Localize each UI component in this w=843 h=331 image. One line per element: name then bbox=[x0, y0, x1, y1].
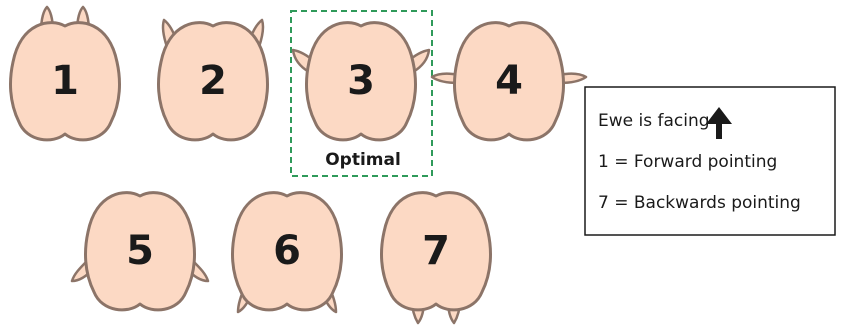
optimal-label: Optimal bbox=[325, 150, 401, 170]
head-number-5: 5 bbox=[126, 228, 154, 274]
head-shape-7 bbox=[380, 191, 492, 312]
optimal-frame bbox=[290, 10, 433, 177]
head-shape-3 bbox=[305, 21, 417, 142]
head-shape-6 bbox=[231, 191, 343, 312]
ewe-head-5: 5 bbox=[70, 191, 210, 312]
head-shape-4 bbox=[453, 21, 565, 142]
ewe-head-6: 6 bbox=[231, 191, 343, 314]
legend-facing-text: Ewe is facing bbox=[598, 111, 710, 131]
ewe-head-2: 2 bbox=[157, 18, 269, 142]
ewe-head-4: 4 bbox=[430, 21, 588, 142]
head-number-2: 2 bbox=[199, 58, 227, 104]
head-number-3: 3 bbox=[347, 58, 375, 104]
head-shape-2 bbox=[157, 21, 269, 142]
head-shape-1 bbox=[9, 21, 121, 142]
head-number-7: 7 bbox=[422, 228, 450, 274]
legend: Ewe is facing 1 = Forward pointing 7 = B… bbox=[584, 86, 836, 236]
heads-layer: 1 2 3 4 5 6 7 bbox=[9, 5, 588, 325]
legend-border bbox=[584, 86, 836, 236]
head-number-1: 1 bbox=[51, 58, 79, 104]
head-shape-5 bbox=[84, 191, 196, 312]
ewe-head-3: 3 bbox=[291, 21, 431, 142]
legend-line-forward: 1 = Forward pointing bbox=[598, 152, 777, 172]
head-number-4: 4 bbox=[495, 58, 523, 104]
head-number-6: 6 bbox=[273, 228, 301, 274]
arrow-up-icon bbox=[706, 107, 732, 139]
ewe-head-1: 1 bbox=[9, 5, 121, 142]
ewe-head-7: 7 bbox=[380, 191, 492, 325]
legend-line-backwards: 7 = Backwards pointing bbox=[598, 193, 801, 213]
